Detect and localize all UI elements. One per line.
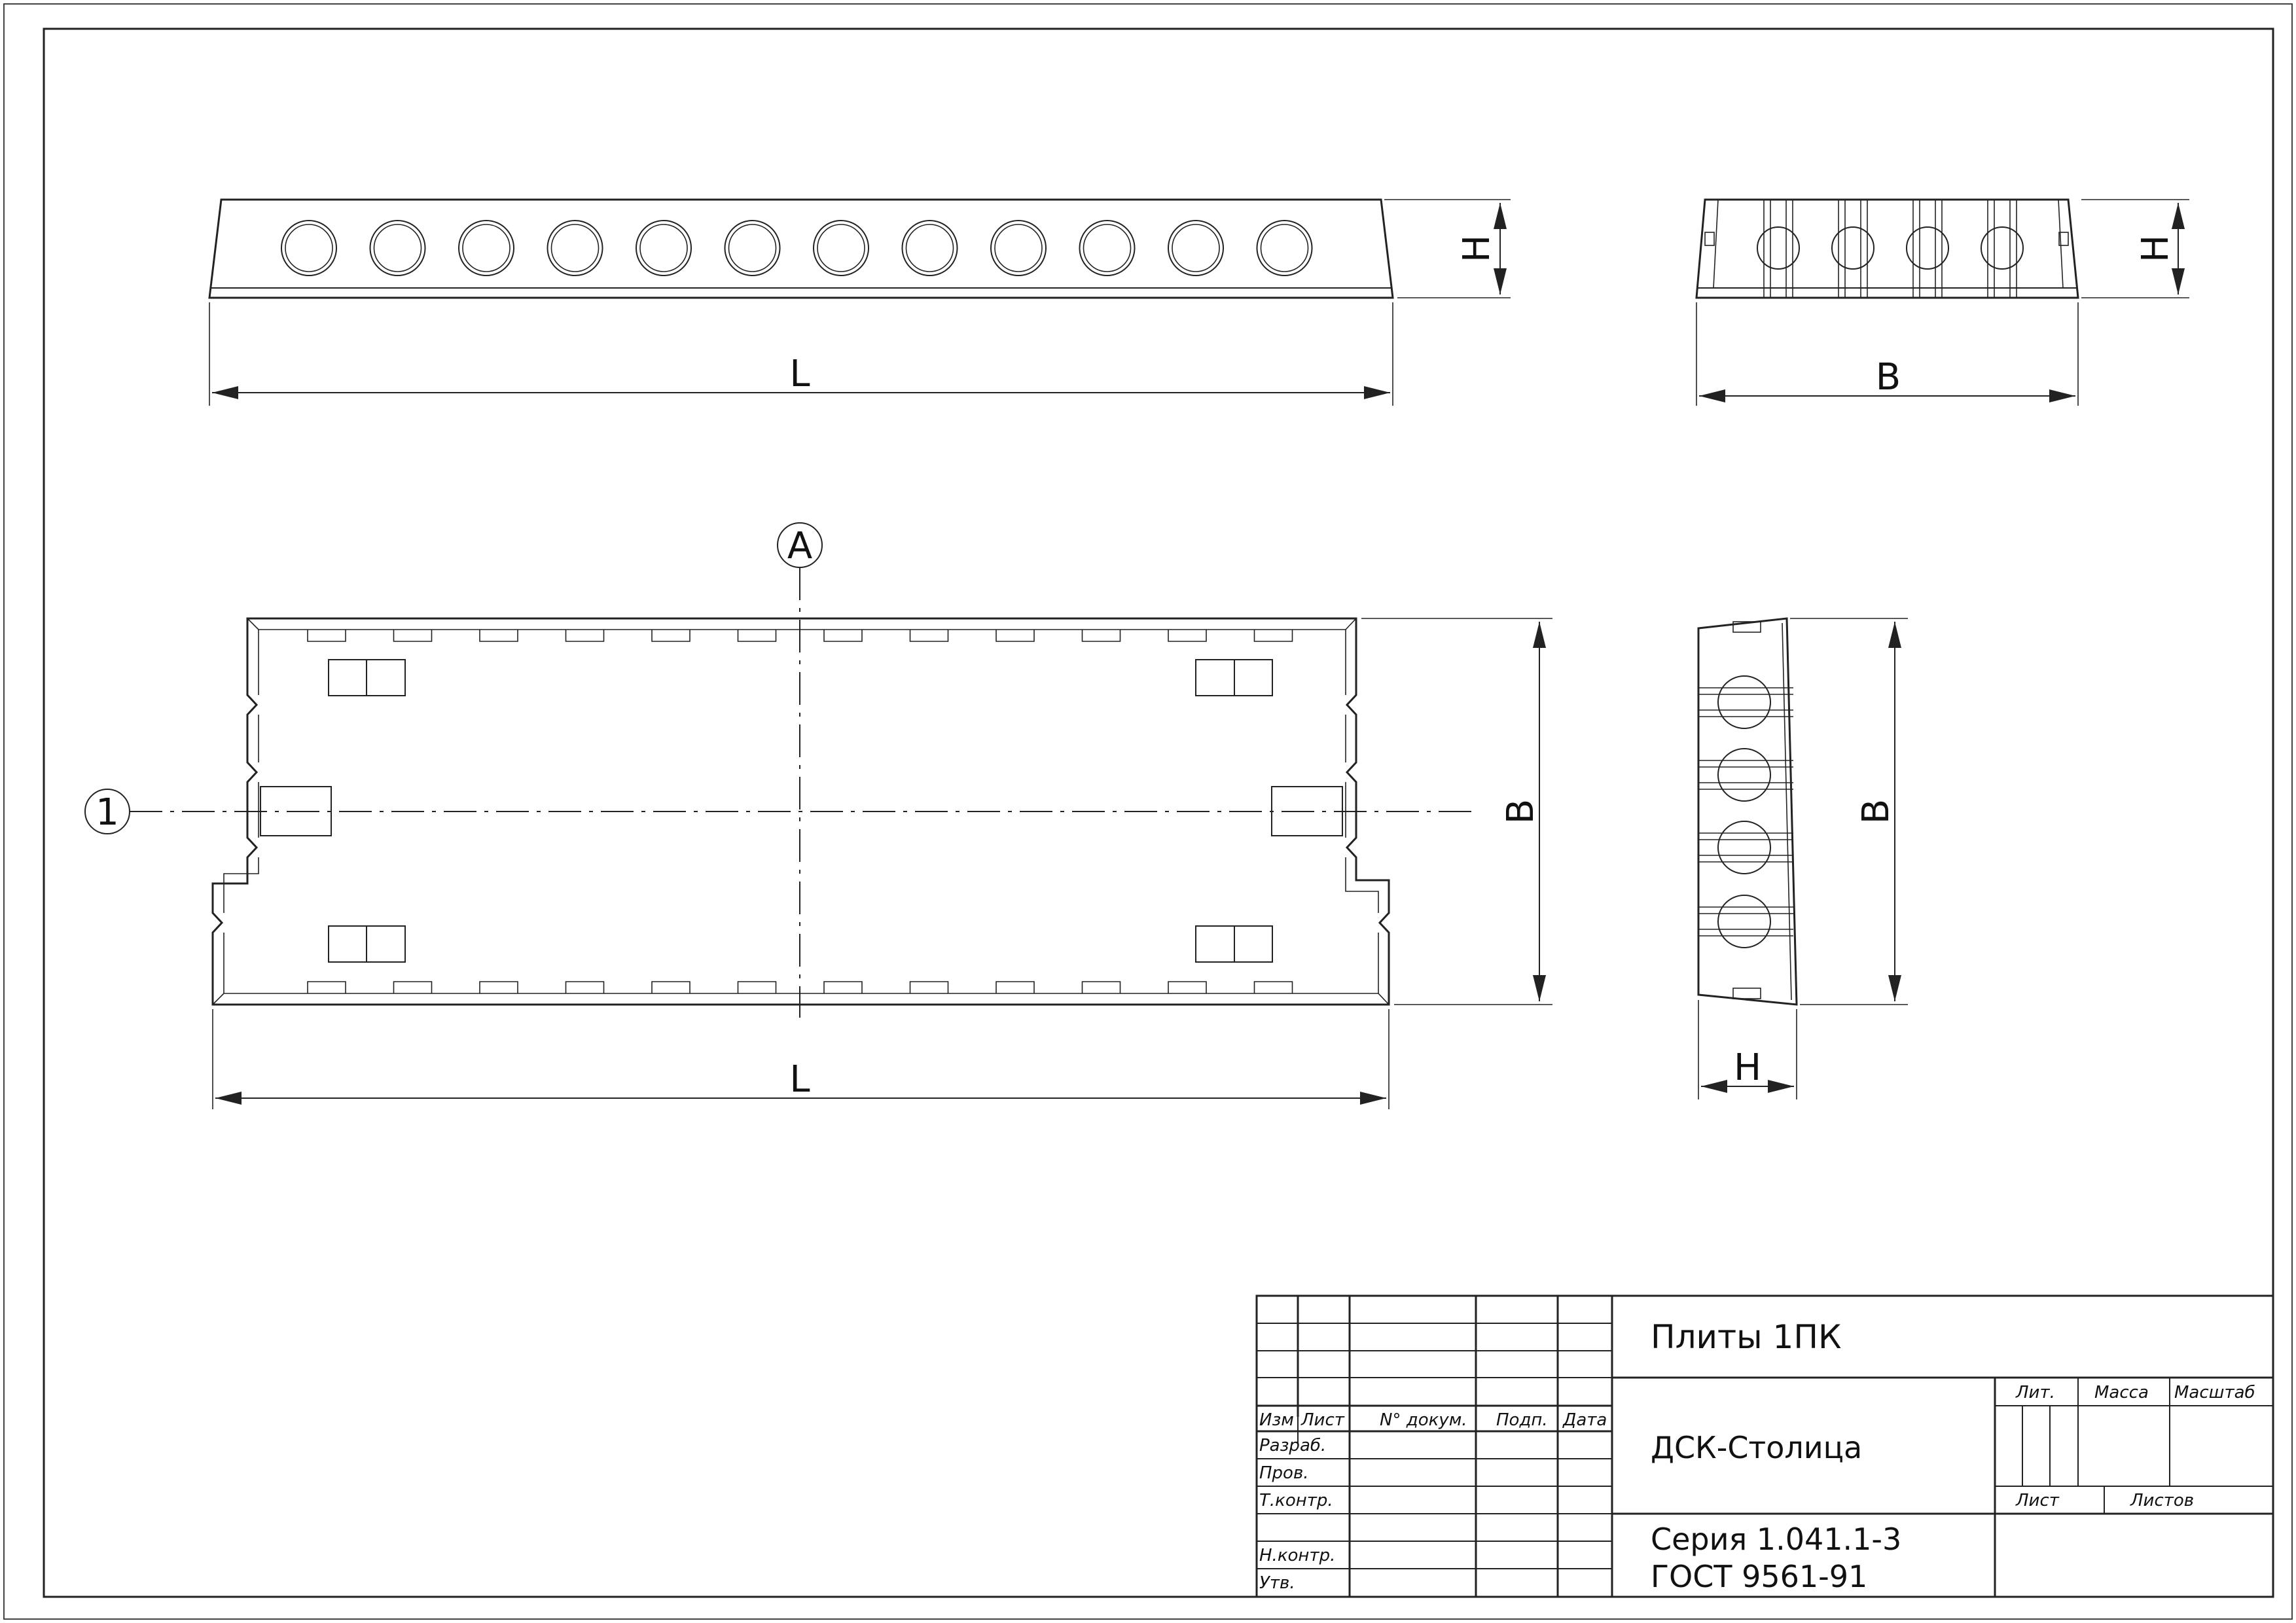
front-hole-inner bbox=[728, 224, 777, 272]
plan-loop-opening bbox=[393, 981, 433, 993]
plan-loop-opening bbox=[651, 981, 691, 993]
front-hole-inner bbox=[285, 224, 333, 272]
front-hole bbox=[458, 220, 514, 276]
plan-loop-opening bbox=[737, 981, 777, 993]
front-hole bbox=[990, 220, 1047, 276]
front-hole-inner bbox=[373, 224, 422, 272]
title-block-sheet: Лист bbox=[2015, 1491, 2060, 1510]
plan-side-width-label: B bbox=[1855, 799, 1897, 824]
plan-loop-opening bbox=[1168, 981, 1207, 993]
title-block-sheets: Листов bbox=[2130, 1491, 2194, 1510]
front-hole-inner bbox=[1260, 224, 1309, 272]
side-hole bbox=[1757, 226, 1800, 270]
front-length-label: L bbox=[789, 353, 810, 395]
plan-loop-opening bbox=[307, 630, 346, 642]
front-hole-inner bbox=[817, 224, 865, 272]
front-hole bbox=[369, 220, 426, 276]
axis-letter-A: A bbox=[787, 525, 812, 567]
plan-side-view: B H bbox=[1697, 617, 1908, 1099]
front-hole bbox=[636, 220, 692, 276]
front-hole bbox=[547, 220, 603, 276]
front-hole bbox=[813, 220, 869, 276]
side-hole bbox=[1831, 226, 1874, 270]
plan-loop-opening bbox=[737, 630, 777, 642]
front-hole-inner bbox=[550, 224, 600, 272]
front-view: H L bbox=[208, 198, 1511, 406]
plan-side-hole bbox=[1717, 675, 1771, 729]
plan-view-loops bbox=[307, 630, 1293, 993]
plan-loop-opening bbox=[479, 630, 518, 642]
title-block-col-change: Изм bbox=[1259, 1410, 1294, 1430]
front-hole-inner bbox=[639, 224, 688, 272]
plan-loop-opening bbox=[909, 630, 949, 642]
side-width-label: B bbox=[1876, 356, 1901, 399]
plan-loop-opening bbox=[479, 981, 518, 993]
plan-loop-opening bbox=[307, 981, 346, 993]
front-hole-inner bbox=[1083, 224, 1132, 272]
title-block-mass: Масса bbox=[2094, 1383, 2149, 1402]
side-hole bbox=[1981, 226, 2024, 270]
title-block-letter: Лит. bbox=[2015, 1383, 2055, 1402]
plan-loop-opening bbox=[996, 981, 1035, 993]
plan-loop-opening bbox=[823, 981, 863, 993]
plan-loop-opening bbox=[565, 630, 605, 642]
front-view-holes bbox=[281, 220, 1313, 276]
side-hole bbox=[1906, 226, 1949, 270]
series-designation: Серия 1.041.1-3 bbox=[1651, 1522, 1901, 1557]
plan-side-hole bbox=[1717, 821, 1771, 874]
front-hole bbox=[281, 220, 337, 276]
plan-loop-opening bbox=[565, 981, 605, 993]
title-block-row-approved: Утв. bbox=[1259, 1573, 1295, 1593]
side-height-label: H bbox=[2134, 235, 2177, 262]
title-block-col-signature: Подп. bbox=[1496, 1410, 1548, 1430]
plan-loop-opening bbox=[1168, 630, 1207, 642]
title-block-row-tech-control: Т.контр. bbox=[1259, 1491, 1333, 1510]
plan-loop-opening bbox=[909, 981, 949, 993]
front-hole bbox=[1168, 220, 1224, 276]
front-hole bbox=[724, 220, 781, 276]
front-hole bbox=[1079, 220, 1136, 276]
title-block-col-doc-no: N° докум. bbox=[1380, 1410, 1467, 1430]
plan-length-label: L bbox=[789, 1058, 810, 1101]
plan-loop-opening bbox=[651, 630, 691, 642]
plan-side-hole bbox=[1717, 748, 1771, 802]
plan-side-hole bbox=[1717, 895, 1771, 948]
title-block-col-date: Дата bbox=[1562, 1410, 1607, 1430]
plan-side-height-label: H bbox=[1734, 1046, 1761, 1089]
standard-designation: ГОСТ 9561-91 bbox=[1651, 1559, 1867, 1594]
front-height-label: H bbox=[1456, 235, 1498, 262]
sheet-frame bbox=[43, 27, 2274, 1598]
drawing-title: Плиты 1ПК bbox=[1651, 1318, 1841, 1356]
title-block-scale: Масштаб bbox=[2174, 1383, 2255, 1402]
sheet-outer-border bbox=[3, 3, 2293, 1620]
title-block-row-norm-control: Н.контр. bbox=[1259, 1546, 1335, 1565]
plan-loop-opening bbox=[1081, 981, 1121, 993]
front-hole-inner bbox=[905, 224, 954, 272]
plan-width-label: B bbox=[1499, 799, 1542, 824]
plan-view: A 1 B L bbox=[84, 522, 1552, 1109]
plan-loop-opening bbox=[1081, 630, 1121, 642]
title-block-row-checked: Пров. bbox=[1259, 1463, 1309, 1483]
axis-number-1: 1 bbox=[96, 791, 119, 834]
organization-name: ДСК-Столица bbox=[1651, 1430, 1862, 1465]
title-block-col-sheet: Лист bbox=[1300, 1410, 1345, 1430]
plan-loop-opening bbox=[393, 630, 433, 642]
plan-loop-opening bbox=[1253, 630, 1293, 642]
plan-side-view-holes bbox=[1698, 675, 1793, 948]
front-hole bbox=[901, 220, 958, 276]
plan-loop-opening bbox=[823, 630, 863, 642]
title-block-row-developed: Разраб. bbox=[1259, 1436, 1326, 1455]
front-hole-inner bbox=[994, 224, 1043, 272]
title-block: Изм Лист N° докум. Подп. Дата Разраб. Пр… bbox=[1255, 1294, 2274, 1598]
side-view: H B bbox=[1695, 198, 2189, 406]
plan-loop-opening bbox=[996, 630, 1035, 642]
axis-marker-A bbox=[777, 522, 823, 568]
side-view-holes bbox=[1757, 200, 2024, 298]
front-hole bbox=[1256, 220, 1313, 276]
front-hole-inner bbox=[1172, 224, 1220, 272]
front-hole-inner bbox=[462, 224, 511, 272]
axis-marker-1 bbox=[84, 789, 130, 834]
plan-loop-opening bbox=[1253, 981, 1293, 993]
